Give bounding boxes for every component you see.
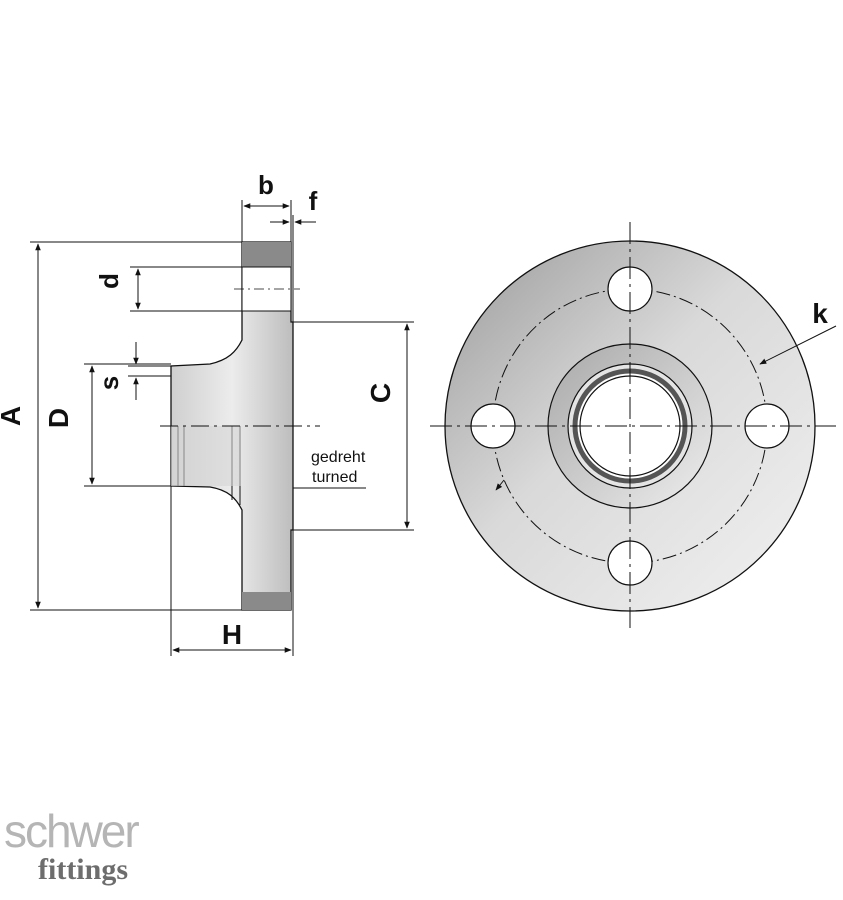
flange-section-bottom: [242, 592, 291, 610]
logo-brand: schwer: [4, 805, 140, 857]
logo-sub: fittings: [38, 853, 128, 886]
label-b: b: [258, 170, 274, 200]
label-k: k: [812, 298, 828, 329]
company-logo: schwer fittings: [4, 808, 194, 898]
label-s: s: [94, 376, 124, 390]
label-A: A: [0, 406, 26, 426]
flange-section-top: [242, 242, 291, 268]
front-view: [430, 222, 837, 628]
note-turned: turned: [312, 469, 357, 486]
side-dimensions: [30, 200, 414, 656]
label-d: d: [94, 273, 124, 289]
note-gedreht: gedreht: [311, 449, 366, 466]
side-view: [160, 241, 320, 611]
label-f: f: [309, 186, 318, 216]
label-C: C: [365, 383, 396, 403]
flange-drawing: b f d s A D C H gedreht turned k: [0, 170, 837, 656]
label-D: D: [43, 408, 74, 428]
label-H: H: [222, 619, 242, 650]
